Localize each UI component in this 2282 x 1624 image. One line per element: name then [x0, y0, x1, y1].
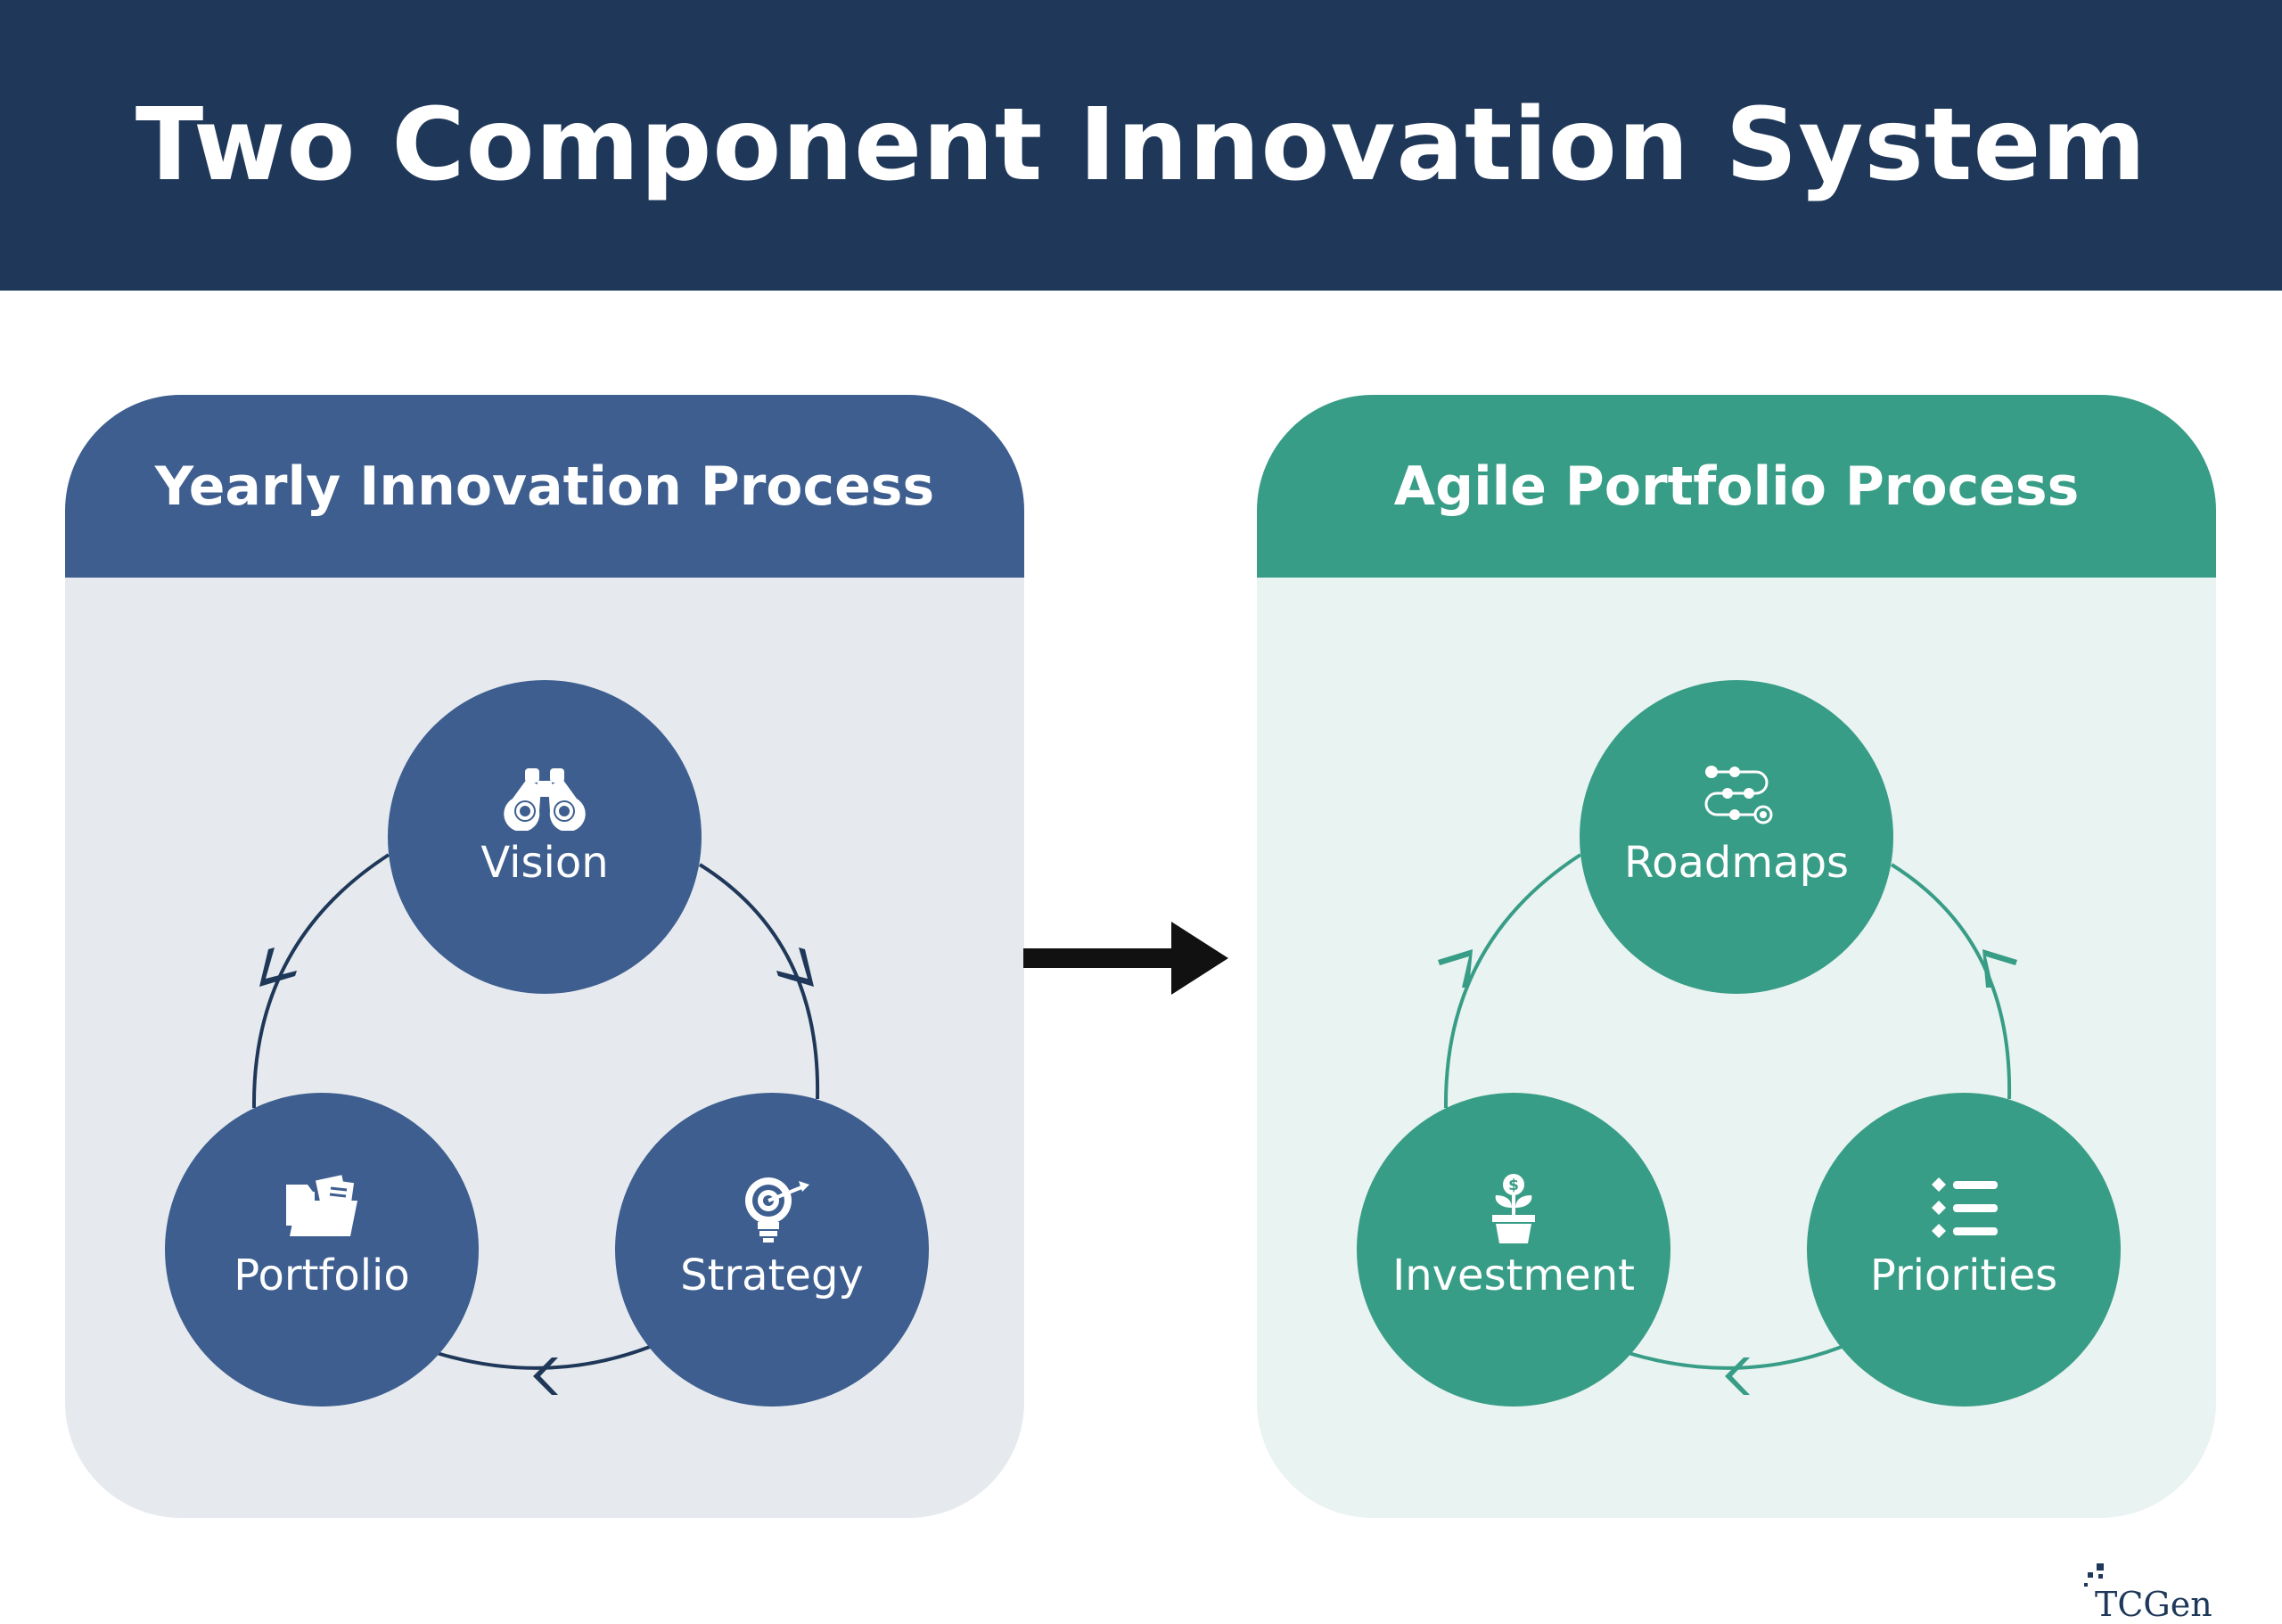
vision-label: Vision	[480, 838, 609, 888]
portfolio-label: Portfolio	[234, 1251, 410, 1300]
priority-list-icon	[1932, 1177, 1998, 1238]
agile-panel-header: Agile Portfolio Process	[1257, 395, 2216, 578]
roadmaps-label: Roadmaps	[1623, 838, 1850, 888]
money-plant-icon: $	[1492, 1174, 1535, 1243]
binoculars-icon	[504, 768, 586, 831]
arrowhead-bottom-arc	[1725, 1357, 1750, 1395]
arrowhead-bottom-arc	[533, 1357, 558, 1395]
tcgen-logo-text: TCGen	[2095, 1585, 2212, 1624]
agile-cycle-connectors	[1438, 853, 2017, 1395]
agile-portfolio-panel: Agile Portfolio Process	[1257, 395, 2216, 1518]
page-title: Two Component Innovation System	[135, 87, 2147, 203]
target-bulb-icon	[745, 1177, 809, 1243]
roadmaps-node: Roadmaps	[1580, 680, 1893, 994]
strategy-label: Strategy	[680, 1251, 864, 1300]
arc-investment-to-roadmaps	[1443, 853, 1582, 1109]
roadmap-icon	[1704, 766, 1773, 824]
arrowhead-left-arc	[259, 947, 297, 987]
arc-vision-to-portfolio	[251, 853, 390, 1109]
svg-text:$: $	[1508, 1177, 1519, 1194]
yearly-cycle-connectors	[251, 853, 820, 1395]
arrowhead-right-arc	[1982, 949, 2017, 988]
investment-label: Investment	[1392, 1251, 1635, 1300]
yearly-innovation-panel: Yearly Innovation Process	[65, 395, 1024, 1518]
arrowhead-left-arc	[1438, 949, 1473, 988]
investment-node: $ Investment	[1357, 1093, 1670, 1407]
vision-node: Vision	[388, 680, 702, 994]
title-banner: Two Component Innovation System	[0, 0, 2282, 291]
arrowhead-right-arc	[776, 947, 814, 987]
strategy-node: Strategy	[615, 1093, 929, 1407]
priorities-label: Priorities	[1869, 1251, 2058, 1300]
portfolio-node: Portfolio	[165, 1093, 479, 1407]
arc-priorities-to-roadmaps	[1890, 863, 2012, 1100]
arc-vision-to-strategy	[698, 863, 820, 1100]
arc-strategy-to-portfolio	[436, 1345, 651, 1370]
flow-arrow-icon	[1023, 922, 1228, 995]
yearly-panel-header: Yearly Innovation Process	[65, 395, 1024, 578]
priorities-node: Priorities	[1807, 1093, 2121, 1407]
folder-icon	[286, 1175, 357, 1236]
tcgen-logo-mark	[2084, 1563, 2104, 1587]
arc-priorities-to-investment	[1628, 1345, 1843, 1370]
